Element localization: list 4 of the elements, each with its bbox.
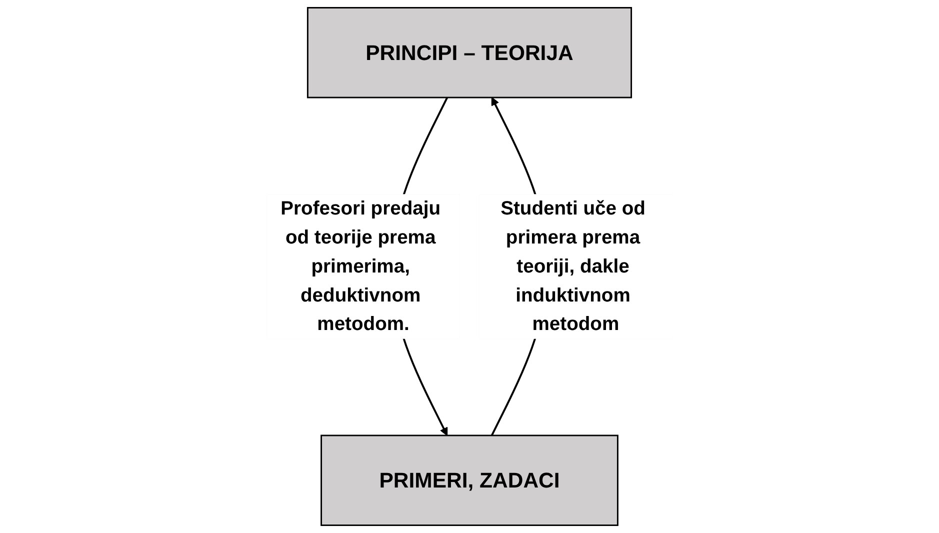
node-box: PRIMERI, ZADACI — [320, 434, 618, 526]
node-box: PRINCIPI – TEORIJA — [306, 7, 632, 98]
edge-label: Studenti uče od primera prema teoriji, dakle induktivnom metodom — [500, 198, 646, 336]
edge-label: Profesori predaju od teorije prema primerima, deduktivnom metodom. — [280, 198, 441, 336]
